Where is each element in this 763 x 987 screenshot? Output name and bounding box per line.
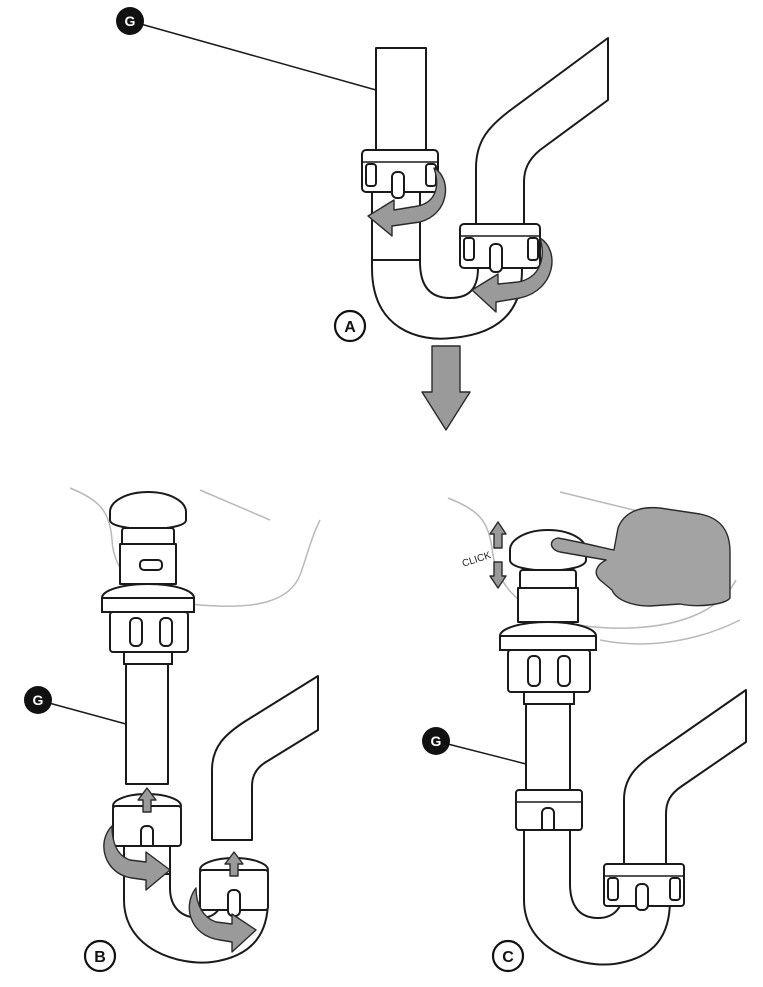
step-badge-label: C <box>502 949 514 966</box>
pop-up-drain <box>101 491 195 665</box>
callout-g-label: G <box>33 692 44 708</box>
callout-g-label: G <box>125 13 136 29</box>
sink-basin-outline <box>69 487 321 607</box>
callout-g-a: G <box>116 7 377 91</box>
step-badge-label: A <box>344 319 356 336</box>
up-arrow-icon <box>224 851 244 877</box>
rotate-arrow-icon <box>367 167 447 237</box>
step-badge-label: B <box>94 949 106 966</box>
p-trap-bend <box>523 829 671 966</box>
pop-up-drain <box>499 529 597 705</box>
slip-nut <box>459 223 541 273</box>
callout-g-c: G <box>422 727 527 765</box>
step-badge-b: B <box>83 939 117 973</box>
click-indicator: CLICK <box>461 521 507 589</box>
tailpiece-pipe <box>125 663 169 785</box>
callout-g-b: G <box>24 686 127 725</box>
wall-arm <box>211 675 319 841</box>
click-label: CLICK <box>461 550 493 570</box>
callout-g-label: G <box>431 733 442 749</box>
down-arrow-icon <box>489 561 507 589</box>
step-badge-c: C <box>491 939 525 973</box>
panel-b: G B <box>24 487 321 973</box>
wall-arm <box>475 37 609 241</box>
slip-nut <box>515 789 583 835</box>
rotate-arrow-icon <box>103 825 171 891</box>
up-arrow-icon <box>137 787 157 813</box>
panel-a: G A <box>116 7 609 343</box>
rotate-arrow-icon <box>471 237 553 313</box>
slip-nut <box>361 149 439 199</box>
hand-icon <box>550 506 731 607</box>
down-arrow-icon <box>421 345 471 431</box>
rotate-arrow-icon <box>188 887 257 953</box>
up-arrow-icon <box>489 521 507 549</box>
slip-nut <box>603 863 685 911</box>
panel-c: CLICK G C <box>422 491 747 973</box>
tailpiece-pipe <box>375 47 427 159</box>
step-badge-a: A <box>333 309 367 343</box>
wall-arm <box>623 689 747 867</box>
